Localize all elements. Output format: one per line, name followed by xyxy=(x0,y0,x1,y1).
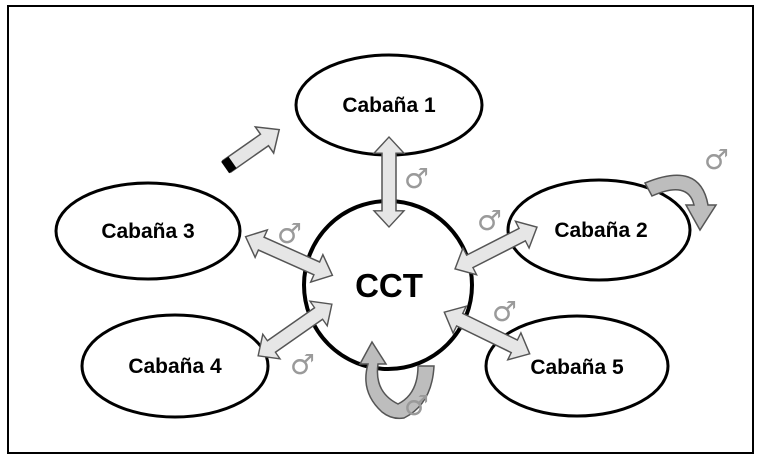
label-cabana-2: Cabaña 2 xyxy=(554,219,647,242)
male-symbol-icon-5: ♂ xyxy=(290,348,315,381)
node-cabana-4 xyxy=(80,313,270,419)
loop-arrow-cct xyxy=(358,340,435,420)
male-symbol-icon-7: ♂ xyxy=(404,389,429,422)
node-cabana-2 xyxy=(506,178,692,282)
label-cabana-5: Cabaña 5 xyxy=(530,356,624,379)
node-cabana-5 xyxy=(484,314,670,418)
label-center-cct: CCT xyxy=(355,267,423,304)
male-symbol-icon-2: ♂ xyxy=(477,204,502,237)
arrow-to-cabana-1 xyxy=(221,125,281,174)
male-symbol-icon-1: ♂ xyxy=(404,162,429,195)
male-symbol-icon-4: ♂ xyxy=(277,217,302,250)
loop-arrow-cabana-2 xyxy=(643,174,718,232)
label-cabana-3: Cabaña 3 xyxy=(101,220,194,243)
label-cabana-1: Cabaña 1 xyxy=(342,94,436,117)
node-cabana-3 xyxy=(54,181,242,281)
male-symbol-icon-6: ♂ xyxy=(492,295,517,328)
label-cabana-4: Cabaña 4 xyxy=(128,355,222,378)
male-symbol-icon-3: ♂ xyxy=(704,143,729,176)
